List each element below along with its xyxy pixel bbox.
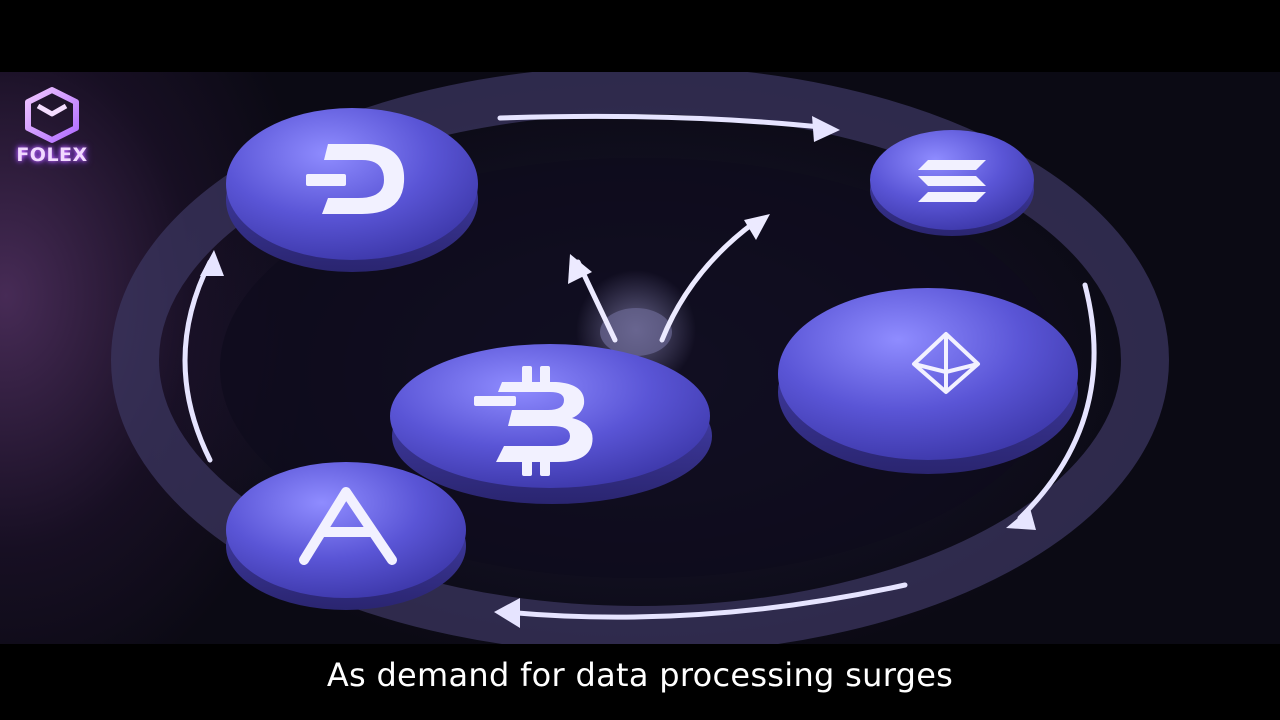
orbit-arrows: [182, 113, 1097, 620]
coin-bitcoin: [390, 344, 712, 504]
solana-icon: [918, 160, 986, 202]
video-frame: [0, 72, 1280, 644]
arrowhead-top-right: [812, 116, 840, 142]
dash-icon: [306, 144, 405, 214]
bitcoin-icon: [474, 366, 593, 476]
coin-ethereum: [778, 288, 1078, 474]
letterbox-top: [0, 0, 1280, 72]
coin-aave: [226, 462, 466, 610]
arrowhead-center-up-left: [568, 254, 592, 284]
ethereum-icon: [912, 332, 980, 394]
center-hub: [600, 308, 672, 356]
folex-logo: FOLEX: [16, 84, 88, 180]
arrowhead-right-down: [1006, 508, 1036, 530]
crypto-orbit-illustration: [111, 72, 1169, 644]
arrow-center-up-right: [659, 219, 758, 343]
orbit-ring-outer: [111, 72, 1169, 644]
coin-dash: [226, 108, 478, 272]
arrow-bottom-left: [502, 582, 908, 620]
logo-text: FOLEX: [16, 144, 88, 166]
video-subtitle: As demand for data processing surges: [326, 656, 954, 694]
arrow-left-up: [182, 259, 213, 463]
folex-cube-logo-icon: [25, 87, 79, 143]
aave-icon: [299, 487, 397, 565]
coin-solana: [870, 130, 1034, 236]
letterbox-bottom: [0, 644, 1280, 720]
arrow-right-down: [1017, 282, 1097, 521]
arrowhead-left-up: [200, 250, 224, 276]
arrowhead-center-up-right: [744, 214, 770, 240]
arrowhead-bottom-left: [494, 598, 520, 628]
arrow-top-right: [497, 113, 833, 131]
